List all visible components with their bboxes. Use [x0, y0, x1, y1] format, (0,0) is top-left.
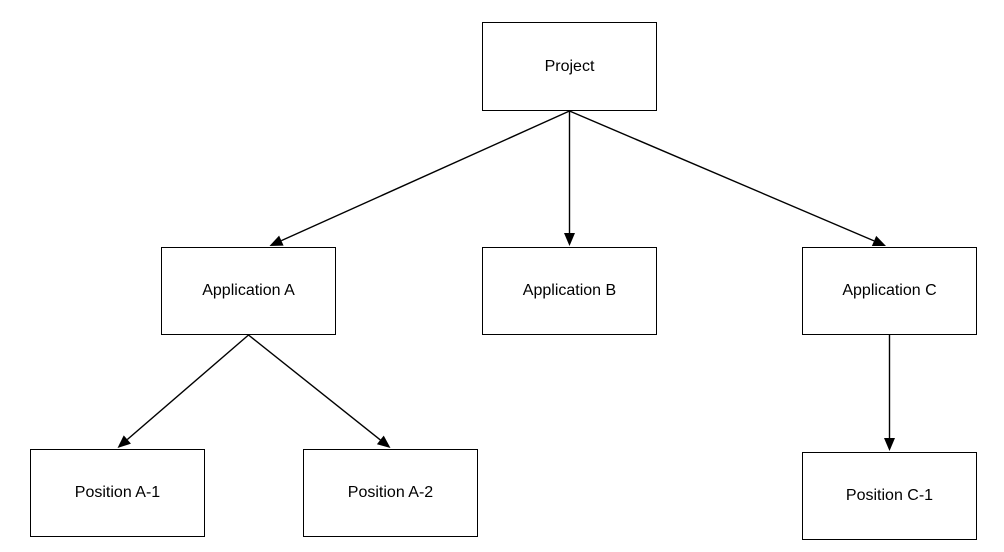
- edge-layer: [117, 110, 895, 451]
- node-position-a-2-label: Position A-2: [347, 484, 434, 501]
- edge-app_a-to-pos_a2: [248, 334, 381, 441]
- node-application-b-label: Application B: [522, 282, 617, 299]
- node-position-a-1-label: Position A-1: [74, 484, 161, 501]
- arrowhead-project-to-app_b: [564, 233, 575, 246]
- node-position-c-1-label: Position C-1: [845, 487, 934, 504]
- node-project[interactable]: Project: [482, 22, 657, 111]
- edge-project-to-app_a: [281, 110, 570, 242]
- node-position-a-2[interactable]: Position A-2: [303, 449, 478, 537]
- node-position-c-1[interactable]: Position C-1: [802, 452, 977, 540]
- node-position-a-1[interactable]: Position A-1: [30, 449, 205, 537]
- arrowhead-app_a-to-pos_a2: [376, 435, 391, 448]
- node-application-c[interactable]: Application C: [802, 247, 977, 335]
- arrowhead-app_c-to-pos_c1: [884, 438, 895, 451]
- arrowhead-project-to-app_a: [269, 235, 284, 246]
- node-application-a-label: Application A: [202, 282, 295, 299]
- arrowhead-project-to-app_c: [871, 235, 886, 246]
- node-project-label: Project: [544, 57, 595, 75]
- arrowhead-app_a-to-pos_a1: [117, 435, 131, 448]
- node-application-b[interactable]: Application B: [482, 247, 657, 335]
- edge-app_a-to-pos_a1: [126, 334, 249, 441]
- edge-project-to-app_c: [569, 110, 875, 242]
- node-application-a[interactable]: Application A: [161, 247, 336, 335]
- node-application-c-label: Application C: [842, 282, 937, 299]
